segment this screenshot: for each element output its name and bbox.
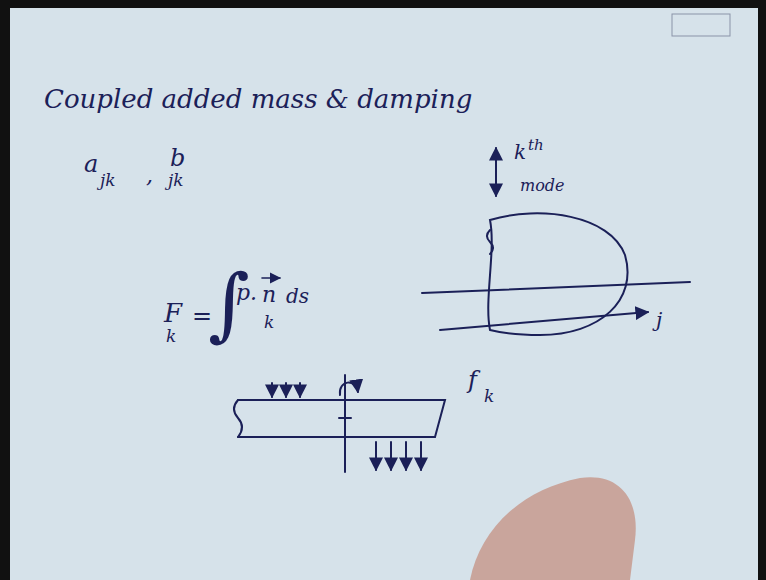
symbol: a (84, 152, 98, 176)
cut-mark (487, 230, 493, 254)
pressure-arrow (405, 442, 407, 470)
symbol: k (514, 142, 526, 162)
subscript: k (484, 388, 494, 405)
symbol: b (170, 146, 185, 170)
body-section (488, 213, 627, 335)
mode-arrow (495, 148, 497, 196)
section-line (344, 375, 346, 472)
comma: , (146, 165, 153, 187)
plate-section (238, 400, 445, 437)
vector-arrow (262, 277, 280, 279)
symbol: ds (286, 286, 309, 306)
moment-arrow (340, 383, 358, 395)
subscript: k (166, 328, 176, 345)
pressure-arrow (375, 442, 377, 470)
frame-edge (758, 0, 766, 580)
symbol: f (468, 368, 477, 392)
j-axis-arrow (440, 312, 648, 330)
free-surface-line (422, 282, 690, 293)
frame-edge (0, 0, 10, 580)
pressure-arrow (285, 383, 287, 397)
cut-mark (234, 400, 242, 437)
title: Coupled added mass & damping (44, 86, 472, 112)
subscript: jk (168, 172, 184, 189)
watermark-box (672, 14, 730, 36)
tick (339, 417, 351, 419)
hand (470, 477, 636, 580)
label-text: mode (520, 178, 565, 194)
frame-edge (0, 0, 766, 8)
pressure-arrow (420, 442, 422, 470)
subscript: k (264, 314, 274, 331)
subscript: jk (100, 172, 116, 189)
symbol: F (164, 300, 182, 326)
pressure-arrow (390, 442, 392, 470)
pressure-arrow (299, 383, 301, 397)
symbol: p. (236, 282, 257, 304)
symbol: n (262, 284, 276, 306)
axis-label: j (656, 310, 662, 330)
pressure-arrow (271, 383, 273, 397)
superscript: th (528, 138, 544, 153)
integral-sign: ∫ (208, 264, 250, 344)
